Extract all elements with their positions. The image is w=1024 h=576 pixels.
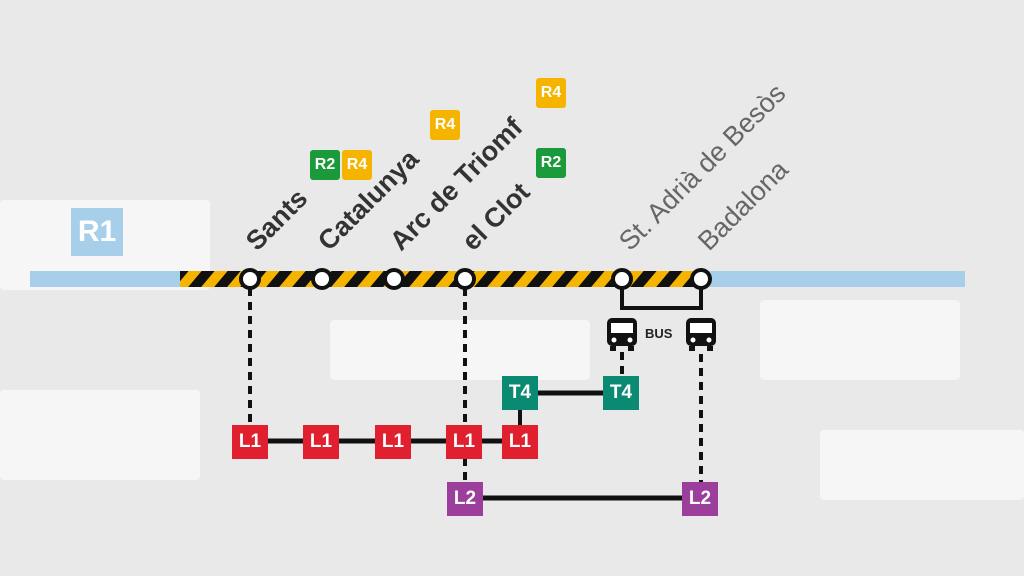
stop-el-clot xyxy=(454,268,476,290)
l1-badge-label: L1 xyxy=(309,431,333,452)
connection-badge-label: R4 xyxy=(346,156,368,173)
connection-badge-label: R2 xyxy=(314,156,336,173)
bus-bracket xyxy=(620,288,703,310)
r1-badge: R1 xyxy=(71,208,123,256)
l1-badge: L1 xyxy=(446,425,482,459)
stop-st-adria xyxy=(611,268,633,290)
t4-badge-label: T4 xyxy=(508,382,532,403)
l1-badge: L1 xyxy=(232,425,268,459)
connection-badge-r4: R4 xyxy=(430,110,460,140)
l1-badge: L1 xyxy=(502,425,538,459)
t4-badge-label: T4 xyxy=(609,382,633,403)
l1-badge: L1 xyxy=(375,425,411,459)
l1-badge-label: L1 xyxy=(381,431,405,452)
connection-badge-r4: R4 xyxy=(342,150,372,180)
background-block xyxy=(760,300,960,380)
connection-badge-label: R2 xyxy=(540,154,562,171)
works-section xyxy=(180,271,700,287)
stop-arc-de-triomf xyxy=(383,268,405,290)
r1-badge-label: R1 xyxy=(77,215,117,248)
stop-badalona xyxy=(690,268,712,290)
l2-badge-label: L2 xyxy=(688,488,712,509)
connection-badge-label: R4 xyxy=(540,84,562,101)
connection-badge-r2: R2 xyxy=(536,148,566,178)
t4-badge: T4 xyxy=(502,376,538,410)
background-block xyxy=(820,430,1024,500)
stop-catalunya xyxy=(311,268,333,290)
stop-sants xyxy=(239,268,261,290)
l1-badge: L1 xyxy=(303,425,339,459)
t4-badge: T4 xyxy=(603,376,639,410)
l1-badge-label: L1 xyxy=(508,431,532,452)
bus-icon xyxy=(686,318,716,351)
l1-badge-label: L1 xyxy=(238,431,262,452)
l2-badge-label: L2 xyxy=(453,488,477,509)
l1-badge-label: L1 xyxy=(452,431,476,452)
bus-icon xyxy=(607,318,637,351)
connection-badge-r4: R4 xyxy=(536,78,566,108)
l2-badge: L2 xyxy=(682,482,718,516)
connection-badge-r2: R2 xyxy=(310,150,340,180)
l2-badge: L2 xyxy=(447,482,483,516)
background-block xyxy=(330,320,590,380)
bus-label: BUS xyxy=(645,326,673,341)
connection-badge-label: R4 xyxy=(434,116,456,133)
background-block xyxy=(0,390,200,480)
